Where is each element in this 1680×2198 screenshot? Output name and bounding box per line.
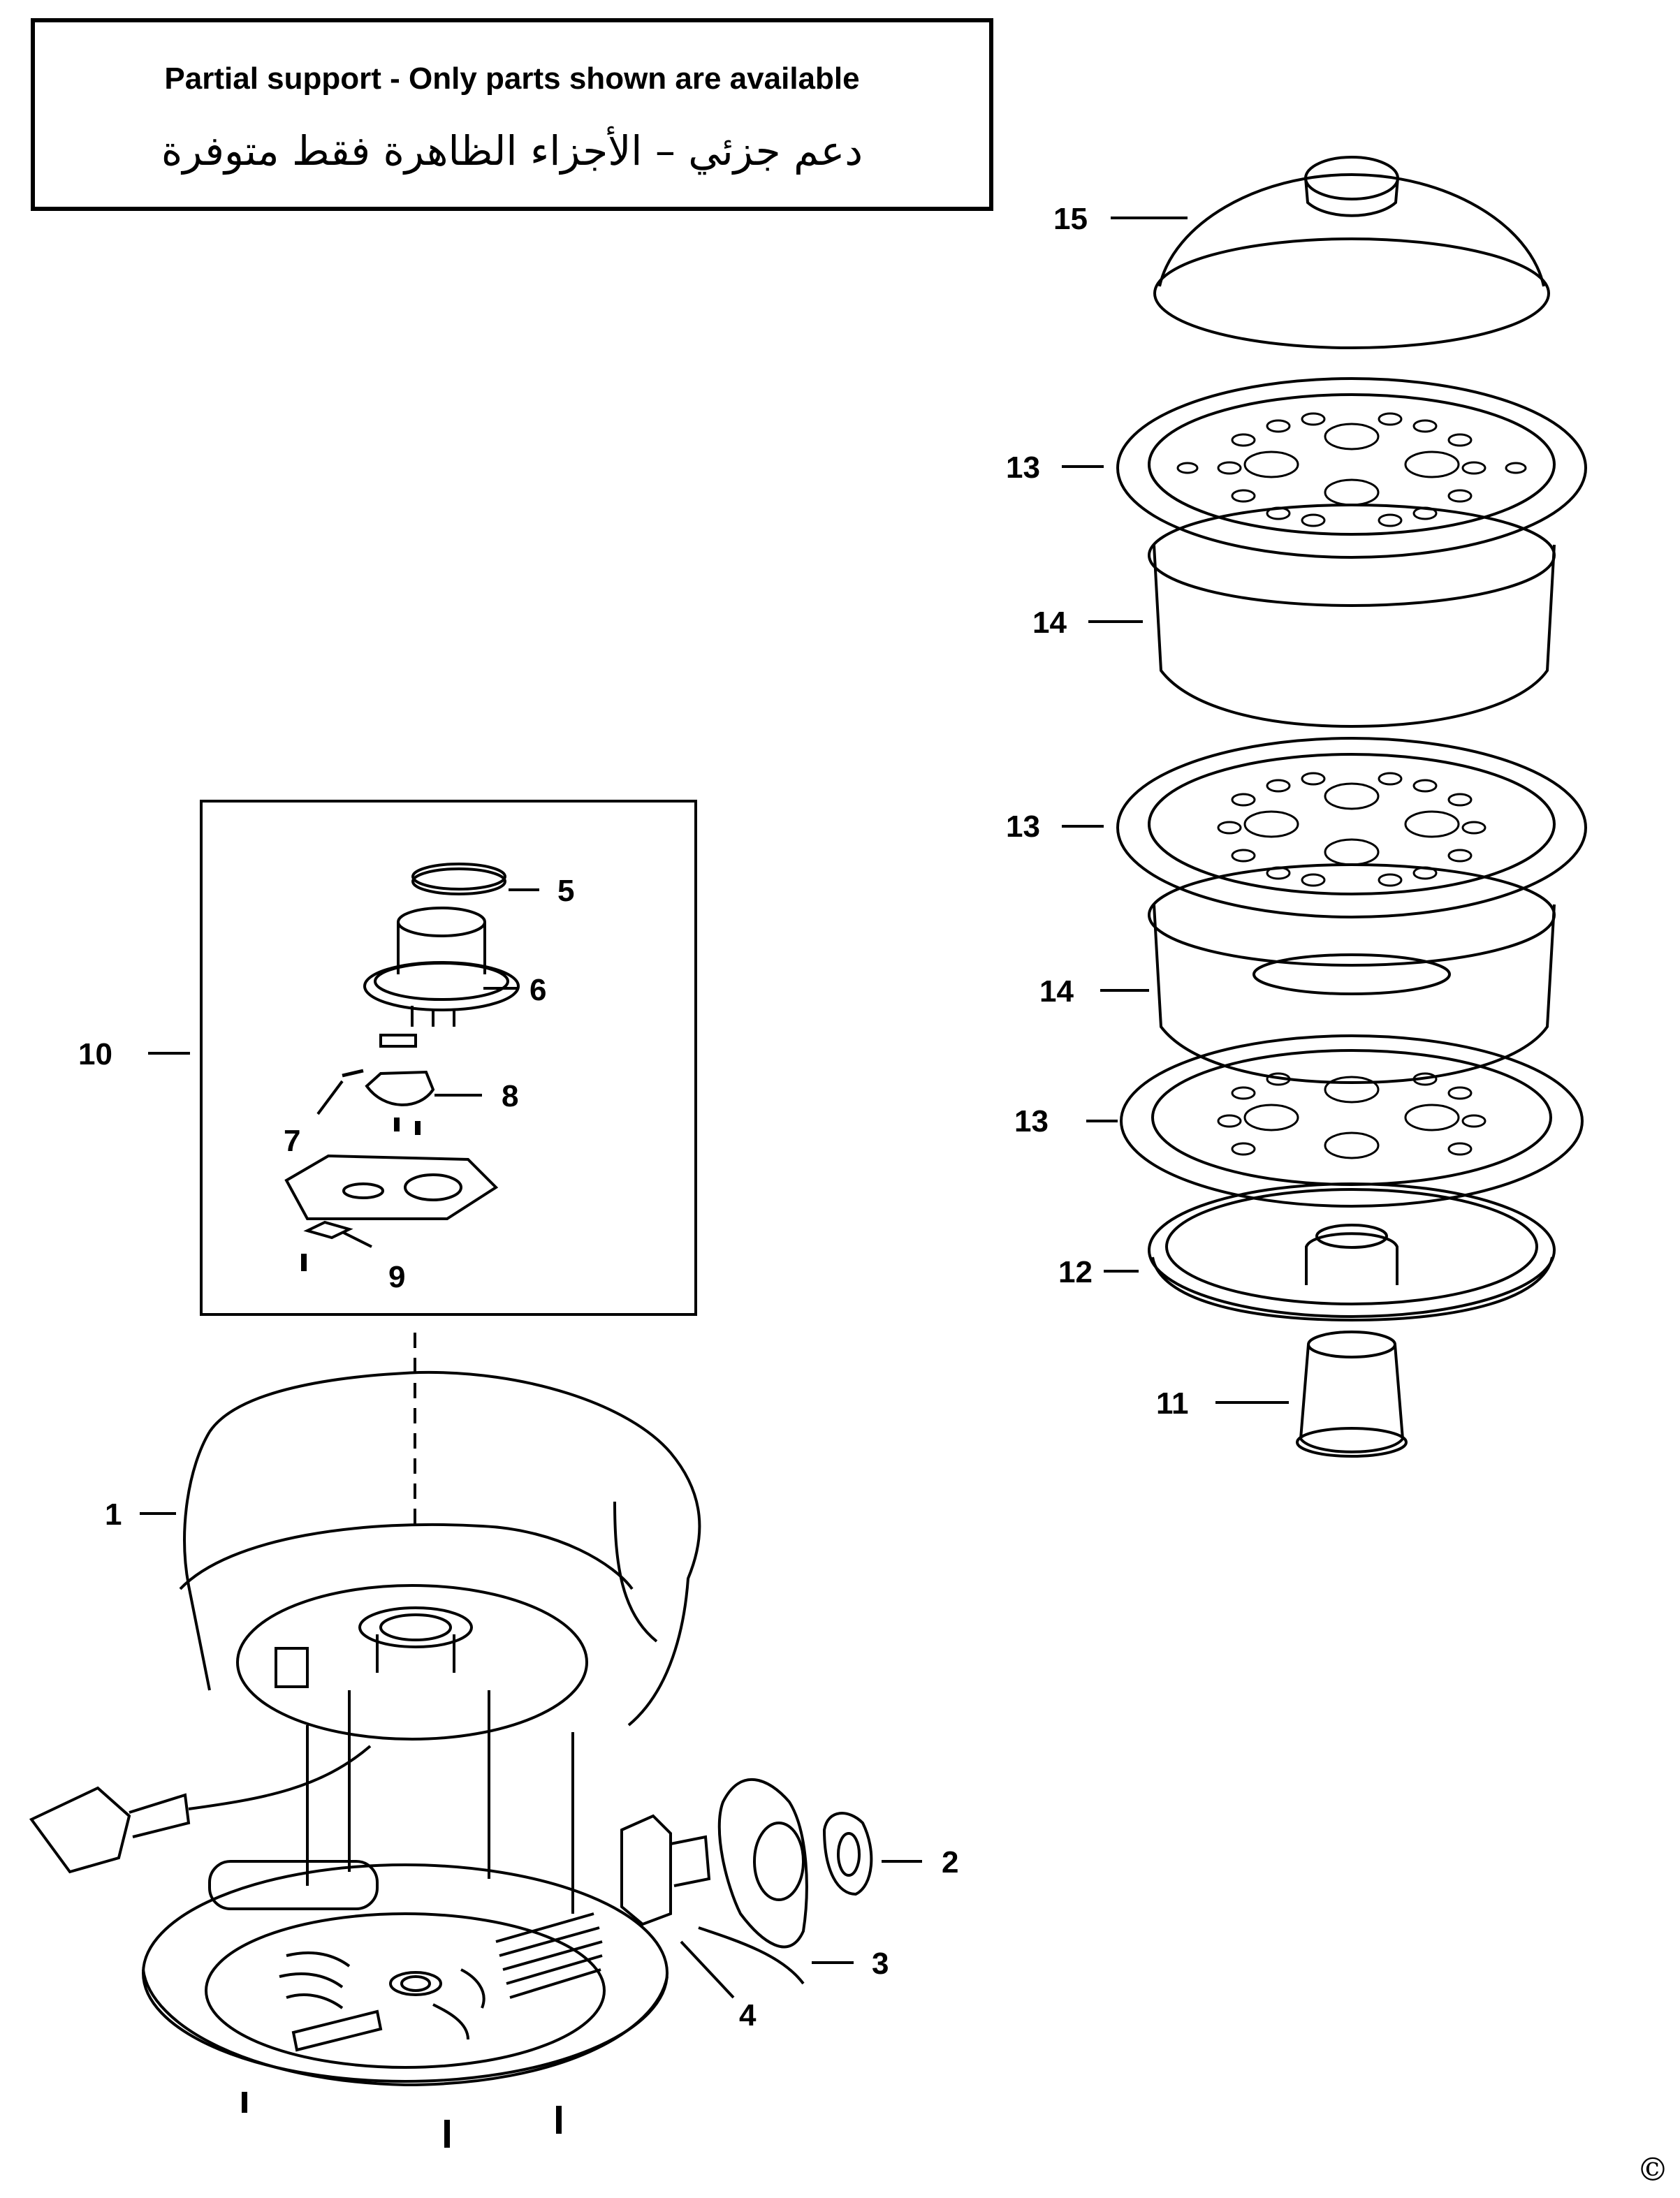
part-4-switch bbox=[620, 1814, 711, 1926]
part-13-tray-low bbox=[1120, 1034, 1584, 1208]
part-1-housing bbox=[179, 1370, 701, 1741]
callout-14-mid: 14 bbox=[1039, 974, 1074, 1009]
power-cord bbox=[29, 1745, 372, 1874]
notice-arabic: دعم جزئي – الأجزاء الظاهرة فقط متوفرة bbox=[161, 127, 863, 175]
part-12-drip-tray bbox=[1148, 1182, 1556, 1322]
callout-6: 6 bbox=[529, 973, 546, 1007]
callout-15: 15 bbox=[1053, 202, 1088, 236]
notice-english: Partial support - Only parts shown are a… bbox=[164, 61, 860, 96]
inset-box-part-10 bbox=[200, 800, 697, 1316]
callout-1: 1 bbox=[105, 1497, 122, 1532]
availability-notice: Partial support - Only parts shown are a… bbox=[31, 18, 993, 211]
leader-lines-right bbox=[1062, 217, 1289, 1404]
callout-8: 8 bbox=[502, 1079, 518, 1113]
callout-3: 3 bbox=[872, 1947, 889, 1981]
part-15-lid bbox=[1153, 156, 1550, 349]
callout-13-low: 13 bbox=[1014, 1104, 1049, 1138]
part-13-tray-top bbox=[1116, 377, 1587, 559]
leader-lines-base bbox=[140, 1512, 922, 1999]
callout-4: 4 bbox=[739, 1998, 757, 2032]
callout-7: 7 bbox=[284, 1124, 300, 1158]
inset-parts bbox=[148, 863, 539, 1271]
part-13-tray-mid bbox=[1116, 737, 1587, 918]
callout-11: 11 bbox=[1156, 1386, 1189, 1421]
copyright-symbol: © bbox=[1637, 2151, 1669, 2188]
part-11-cup bbox=[1296, 1331, 1408, 1458]
callout-12: 12 bbox=[1058, 1255, 1093, 1289]
callout-10: 10 bbox=[78, 1037, 112, 1071]
part-14-ring-top bbox=[1148, 504, 1556, 728]
callout-5: 5 bbox=[557, 874, 574, 908]
callout-13-top: 13 bbox=[1006, 450, 1040, 485]
callout-2: 2 bbox=[942, 1845, 958, 1880]
callout-labels: 15 13 14 13 14 13 12 11 5 6 10 8 7 9 1 2… bbox=[78, 202, 1189, 2032]
callout-9: 9 bbox=[388, 1260, 405, 1294]
callout-13-mid: 13 bbox=[1006, 809, 1040, 844]
callout-14-top: 14 bbox=[1032, 606, 1067, 640]
part-base bbox=[142, 1690, 669, 2148]
part-14-ring-mid bbox=[1148, 863, 1556, 1085]
part-3-panel bbox=[698, 1778, 808, 1985]
part-2-knob bbox=[822, 1812, 873, 1896]
